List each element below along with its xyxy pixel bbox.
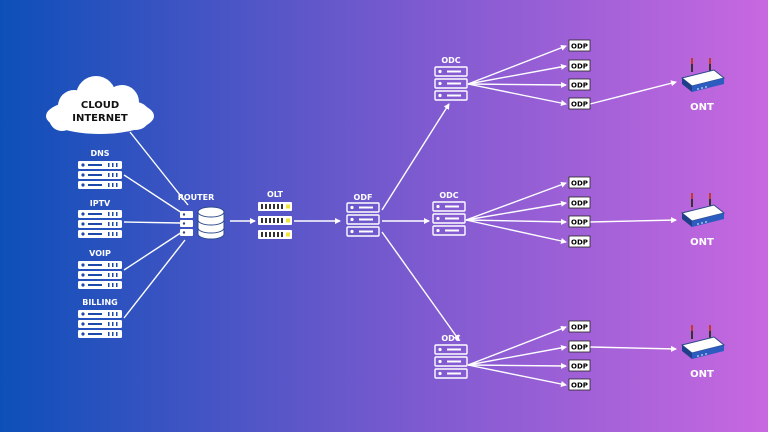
server-billing: BILLING: [78, 298, 122, 338]
svg-text:ODP: ODP: [571, 382, 588, 390]
odf: ODF: [347, 193, 379, 236]
ont-label: ONT: [690, 369, 714, 380]
connections: [123, 45, 677, 387]
server-iptv: IPTV: [78, 199, 122, 238]
server-label: VOIP: [89, 249, 111, 258]
odp-group-1: ODP ODP ODP ODP: [568, 39, 591, 110]
svg-text:ODP: ODP: [571, 363, 588, 371]
odc-3: ODC: [435, 334, 467, 378]
server-label: BILLING: [82, 298, 118, 307]
svg-text:ODP: ODP: [571, 180, 588, 188]
svg-text:ODP: ODP: [571, 344, 588, 352]
odp-box: ODP: [568, 320, 591, 333]
svg-text:ODP: ODP: [571, 43, 588, 51]
server-dns: DNS: [78, 149, 122, 189]
odp-box: ODP: [568, 39, 591, 52]
odc-label: ODC: [439, 191, 458, 200]
odp-box: ODP: [568, 215, 591, 228]
odp-box: ODP: [568, 378, 591, 391]
olt: OLT: [258, 190, 292, 239]
svg-text:ODP: ODP: [571, 219, 588, 227]
svg-text:ODP: ODP: [571, 200, 588, 208]
odp-group-3: ODP ODP ODP ODP: [568, 320, 591, 391]
router-label: ROUTER: [178, 193, 215, 202]
odc-label: ODC: [441, 56, 460, 65]
server-label: IPTV: [90, 199, 111, 208]
odp-box: ODP: [568, 340, 591, 353]
svg-text:ODP: ODP: [571, 63, 588, 71]
odc-label: ODC: [441, 334, 460, 343]
odp-box: ODP: [568, 97, 591, 110]
svg-text:ODP: ODP: [571, 239, 588, 247]
odp-box: ODP: [568, 78, 591, 91]
svg-text:ODP: ODP: [571, 101, 588, 109]
odc-2: ODC: [433, 191, 465, 235]
server-label: DNS: [90, 149, 109, 158]
odp-box: ODP: [568, 235, 591, 248]
odp-box: ODP: [568, 196, 591, 209]
odp-box: ODP: [568, 359, 591, 372]
ont-1: ONT: [681, 57, 725, 113]
cloud-label-line1: CLOUD: [81, 100, 119, 111]
cloud-internet: CLOUD INTERNET: [46, 76, 154, 134]
odc-1: ODC: [435, 56, 467, 100]
router: ROUTER: [178, 193, 225, 240]
cloud-label-line2: INTERNET: [72, 113, 128, 124]
ont-label: ONT: [690, 102, 714, 113]
server-voip: VOIP: [78, 249, 122, 289]
odp-box: ODP: [568, 59, 591, 72]
olt-label: OLT: [267, 190, 284, 199]
ont-3: ONT: [681, 324, 725, 380]
odp-group-2: ODP ODP ODP ODP: [568, 176, 591, 248]
svg-text:ODP: ODP: [571, 82, 588, 90]
ont-label: ONT: [690, 237, 714, 248]
odf-label: ODF: [354, 193, 373, 202]
ont-2: ONT: [681, 192, 725, 248]
database-icon: [197, 206, 225, 240]
odp-box: ODP: [568, 176, 591, 189]
svg-text:ODP: ODP: [571, 324, 588, 332]
